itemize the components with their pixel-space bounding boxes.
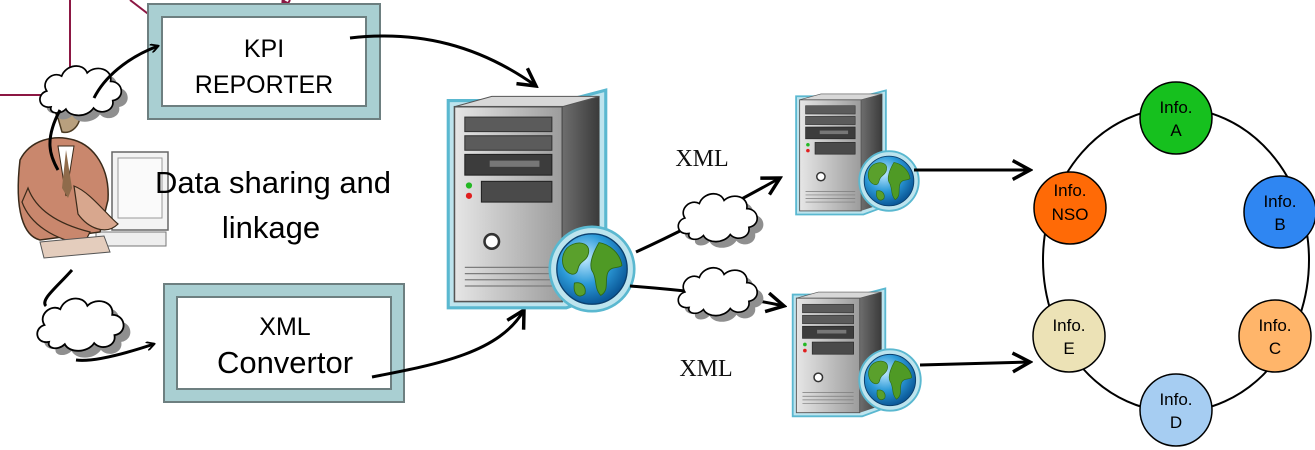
info-node-d-line2: D [1170, 413, 1182, 432]
xml-convertor-box: XML Convertor [163, 283, 405, 403]
xml-convertor-line1: XML [259, 313, 311, 341]
kpi-reporter-box: KPI REPORTER [147, 3, 381, 120]
xml-convertor-line2: Convertor [217, 345, 353, 380]
lower-server [791, 287, 922, 418]
kpi-to-server-arrow [349, 34, 536, 86]
info-node-c-line2: C [1269, 339, 1281, 358]
cloud-icon [36, 297, 132, 359]
info-node-d: Info. D [1139, 373, 1213, 447]
info-node-a: Info. A [1139, 81, 1213, 155]
info-node-nso: Info. NSO [1033, 171, 1107, 245]
info-node-nso-line2: NSO [1052, 205, 1089, 224]
person-at-computer-icon [17, 95, 169, 259]
center-label-line1: Data sharing and [155, 165, 391, 200]
info-node-b-line2: B [1274, 215, 1285, 234]
info-node-b: Info. B [1243, 175, 1315, 249]
left-connectors [43, 46, 158, 362]
info-node-e: Info. E [1032, 299, 1106, 373]
convertor-to-server-arrow [371, 310, 524, 379]
globe-icon [858, 150, 920, 212]
kpi-reporter-line2: REPORTER [195, 71, 333, 99]
cloud-icon [677, 266, 765, 323]
info-node-c: Info. C [1238, 299, 1312, 373]
globe-icon [858, 348, 922, 412]
info-node-b-line1: Info. [1263, 192, 1296, 211]
info-node-c-line1: Info. [1258, 316, 1291, 335]
main-server [446, 88, 636, 313]
info-node-a-line1: Info. [1159, 98, 1192, 117]
lower-server-to-ring-arrow [919, 362, 1030, 365]
xml-label-upper: XML [675, 146, 728, 172]
xml-label-lower: XML [679, 356, 732, 382]
info-node-nso-line1: Info. [1053, 181, 1086, 200]
center-label-line2: linkage [222, 210, 320, 245]
globe-icon [548, 225, 636, 313]
info-node-e-line2: E [1063, 339, 1074, 358]
cloud-icon [677, 192, 765, 249]
upper-server [795, 89, 920, 216]
info-node-a-line2: A [1170, 121, 1182, 140]
info-node-e-line1: Info. [1052, 316, 1085, 335]
kpi-reporter-line1: KPI [244, 35, 284, 63]
cloud-icon [39, 65, 129, 123]
info-node-d-line1: Info. [1159, 390, 1192, 409]
